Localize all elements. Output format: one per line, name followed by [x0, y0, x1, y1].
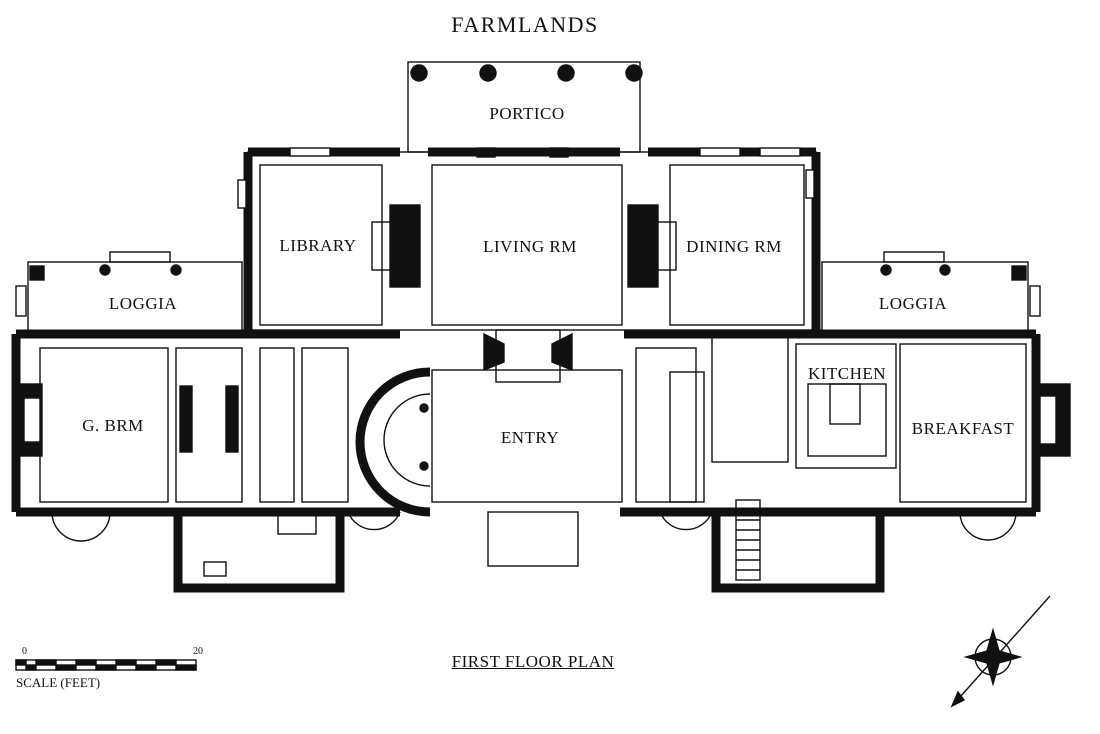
main-walls — [237, 147, 821, 331]
room-label-breakfast: BREAKFAST — [911, 419, 1015, 438]
room-label-loggia-left: LOGGIA — [108, 294, 178, 313]
loggia-walls — [15, 251, 1041, 335]
plan-caption: FIRST FLOOR PLAN — [451, 652, 615, 671]
scale-end-label: 20 — [193, 646, 203, 657]
spiral-stair — [355, 367, 431, 517]
service-wings — [51, 499, 1017, 593]
room-label-dining: DINING RM — [686, 237, 782, 256]
room-label-gbrm: G. BRM — [82, 416, 144, 435]
room-label-library: LIBRARY — [279, 236, 357, 255]
scale-bar — [15, 659, 197, 671]
scale-label: SCALE (FEET) — [16, 675, 101, 690]
plan-title: FARMLANDS — [451, 12, 599, 37]
room-label-kitchen: KITCHEN — [807, 364, 887, 383]
lower-walls — [11, 329, 1071, 517]
scale-start-label: 0 — [22, 646, 27, 657]
room-label-entry: ENTRY — [500, 428, 560, 447]
room-label-portico: PORTICO — [489, 104, 565, 123]
room-label-loggia-right: LOGGIA — [878, 294, 948, 313]
north-arrow-icon — [950, 595, 1051, 708]
room-label-living: LIVING RM — [483, 237, 577, 256]
